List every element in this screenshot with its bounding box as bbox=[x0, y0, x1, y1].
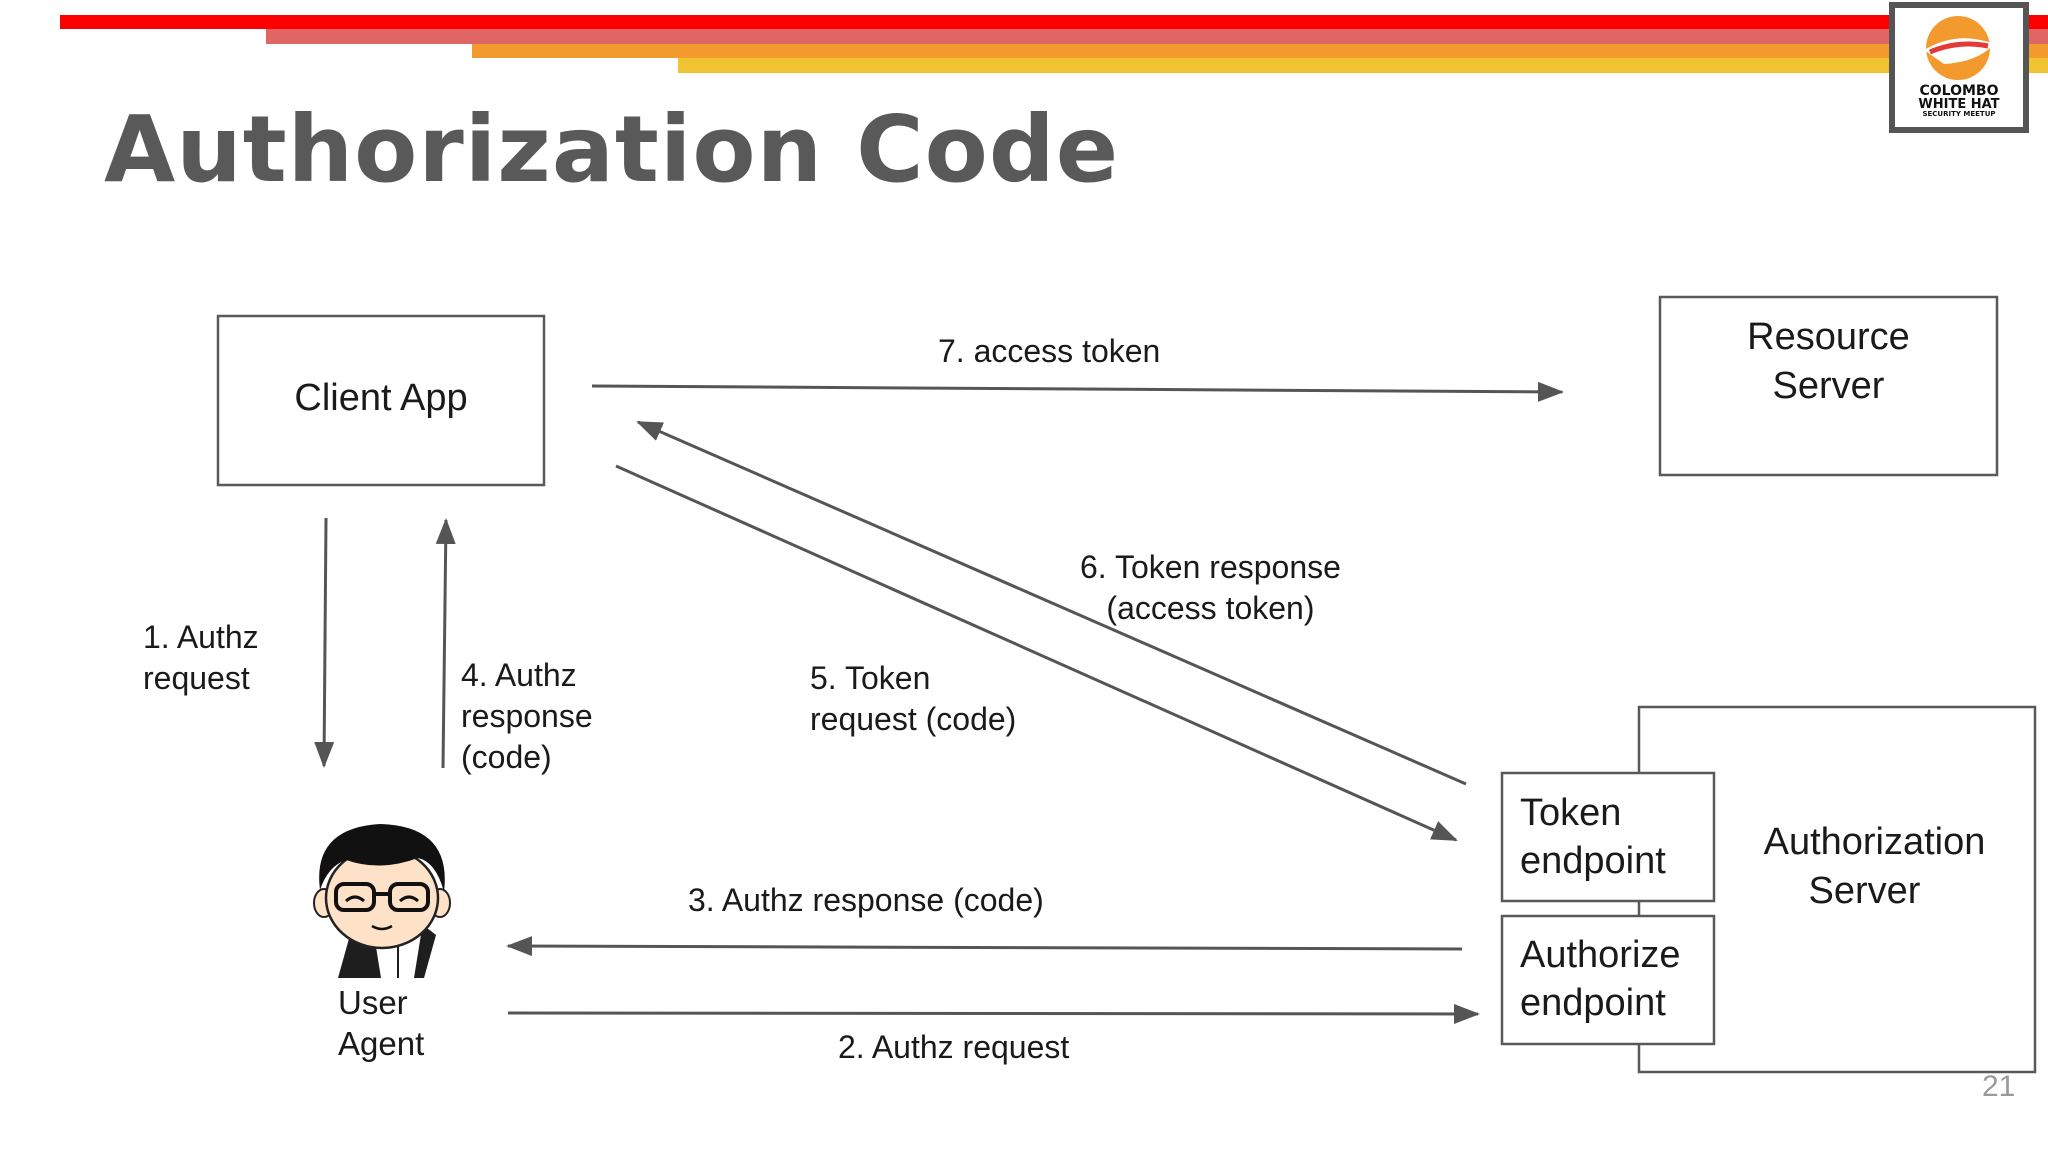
logo-line-3: SECURITY MEETUP bbox=[1922, 110, 1996, 118]
step6-line1: 6. Token response bbox=[1080, 549, 1341, 585]
step4-label: 4. Authz response (code) bbox=[461, 655, 593, 778]
step5-line2: request (code) bbox=[810, 700, 1017, 737]
step6-line2: (access token) bbox=[1106, 589, 1315, 626]
stripe-pink bbox=[266, 29, 2048, 44]
arrow-step2-authz-request bbox=[507, 1003, 1480, 1024]
logo-text: COLOMBO WHITE HAT SECURITY MEETUP bbox=[1902, 84, 2016, 118]
arrow-step6-token-response bbox=[636, 420, 1467, 786]
authorize-endpoint-line2: endpoint bbox=[1520, 981, 1666, 1024]
arrow-step5-token-request bbox=[615, 464, 1458, 842]
step1-line2: request bbox=[143, 659, 250, 696]
user-avatar-icon bbox=[313, 824, 451, 978]
token-endpoint-label: Token endpoint bbox=[1520, 790, 1666, 886]
logo-line-1: COLOMBO bbox=[1919, 83, 1999, 99]
authorize-endpoint-line1: Authorize bbox=[1520, 934, 1681, 976]
token-endpoint-line1: Token bbox=[1520, 792, 1622, 834]
authorize-endpoint-label: Authorize endpoint bbox=[1520, 932, 1681, 1028]
step6-label: 6. Token response (access token) bbox=[1080, 547, 1341, 629]
logo-line-2: WHITE HAT bbox=[1918, 97, 2000, 112]
authorization-server-label: Authorization Server bbox=[1714, 818, 2035, 917]
arrow-step4-authz-response bbox=[435, 518, 456, 769]
resource-server-label: Resource Server bbox=[1660, 313, 1997, 412]
token-endpoint-box bbox=[1500, 771, 1716, 903]
user-agent-line1: User bbox=[338, 984, 408, 1021]
arrow-step1-authz-request bbox=[314, 517, 335, 768]
authorization-server-line2: Server bbox=[1808, 870, 1921, 913]
authorize-endpoint-box bbox=[1500, 914, 1716, 1046]
slide-title: Authorization Code bbox=[104, 96, 1120, 203]
client-app-box bbox=[216, 314, 546, 487]
step1-label: 1. Authz request bbox=[143, 617, 259, 699]
step5-label: 5. Token request (code) bbox=[810, 658, 1016, 740]
stripe-yellow bbox=[678, 58, 2048, 73]
authorization-server-line1: Authorization bbox=[1763, 821, 1986, 863]
stripe-red bbox=[60, 15, 2048, 29]
page-number: 21 bbox=[1982, 1070, 2016, 1103]
step1-line1: 1. Authz bbox=[143, 619, 259, 655]
colombo-white-hat-logo bbox=[1889, 2, 2029, 133]
step7-label: 7. access token bbox=[938, 333, 1161, 369]
step4-line3: (code) bbox=[461, 738, 552, 775]
stripe-orange bbox=[472, 44, 2048, 58]
arrow-step3-authz-response bbox=[506, 936, 1463, 957]
user-agent-line2: Agent bbox=[338, 1025, 425, 1063]
step4-line1: 4. Authz bbox=[461, 657, 577, 693]
arrow-step7-access-token bbox=[591, 381, 1564, 402]
step3-label: 3. Authz response (code) bbox=[688, 882, 1044, 918]
step2-label: 2. Authz request bbox=[838, 1029, 1070, 1065]
user-agent-label: User Agent bbox=[338, 982, 424, 1065]
client-app-label: Client App bbox=[294, 377, 468, 419]
step4-line2: response bbox=[461, 697, 593, 734]
resource-server-line2: Server bbox=[1772, 365, 1885, 408]
step5-line1: 5. Token bbox=[810, 660, 931, 696]
resource-server-box bbox=[1658, 295, 1999, 477]
resource-server-line1: Resource bbox=[1747, 316, 1910, 358]
token-endpoint-line2: endpoint bbox=[1520, 839, 1666, 882]
